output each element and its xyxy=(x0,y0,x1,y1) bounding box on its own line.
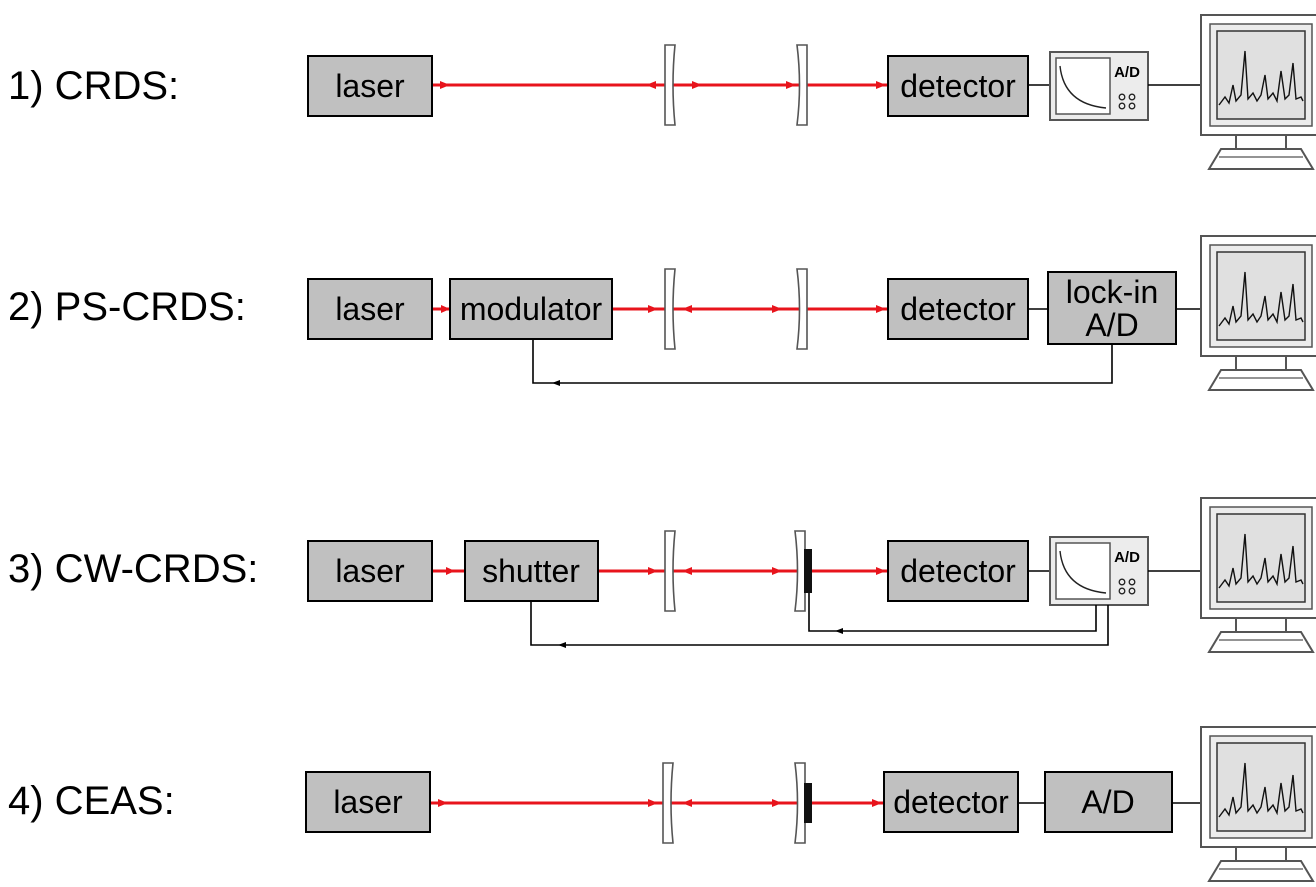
lock-in-label: lock-in xyxy=(1066,274,1158,310)
laser-box xyxy=(305,771,431,833)
cavity-mirror-icon xyxy=(794,762,806,844)
laser-box xyxy=(307,278,433,340)
ad-box xyxy=(1044,771,1173,833)
cavity-mirror-icon xyxy=(664,530,676,612)
arrow-icon xyxy=(835,628,843,634)
row-label-cw-crds: 3) CW-CRDS: xyxy=(8,547,258,591)
arrow-icon xyxy=(646,81,656,89)
shutter-label: shutter xyxy=(482,553,580,589)
arrow-icon xyxy=(438,799,448,807)
piezo-icon xyxy=(804,549,812,593)
computer-icon xyxy=(1200,726,1316,882)
arrow-icon xyxy=(682,305,692,313)
arrow-icon xyxy=(772,799,782,807)
detector-label: detector xyxy=(893,784,1009,820)
arrow-icon xyxy=(446,567,455,575)
lock-in-ad-label: A/D xyxy=(1085,307,1138,343)
oscilloscope-icon: A/D xyxy=(1049,51,1149,121)
detector-box xyxy=(887,278,1029,340)
laser-box xyxy=(307,540,433,602)
laser-box xyxy=(307,55,433,117)
row-label-ceas: 4) CEAS: xyxy=(8,779,175,823)
cavity-mirror-icon xyxy=(796,268,808,350)
laser-label: laser xyxy=(335,553,405,589)
cavity-mirror-icon xyxy=(662,762,674,844)
arrow-icon xyxy=(772,567,782,575)
computer-icon xyxy=(1200,235,1316,391)
detector-box xyxy=(883,771,1019,833)
arrow-icon xyxy=(648,305,658,313)
arrow-icon xyxy=(558,642,566,648)
arrow-icon xyxy=(876,305,886,313)
detector-label: detector xyxy=(900,291,1016,327)
oscilloscope-icon: A/D xyxy=(1049,536,1149,606)
row-cw-crds: 3) CW-CRDS: laser shutter detector A/D xyxy=(8,497,1316,653)
arrow-icon xyxy=(692,81,702,89)
laser-label: laser xyxy=(335,68,405,104)
modulator-label: modulator xyxy=(460,291,603,327)
arrow-icon xyxy=(682,567,692,575)
cavity-mirror-icon xyxy=(664,268,676,350)
modulator-box xyxy=(449,278,613,340)
arrow-icon xyxy=(440,81,450,89)
arrow-icon xyxy=(648,567,658,575)
shutter-box xyxy=(464,540,599,602)
laser-label: laser xyxy=(335,291,405,327)
arrow-icon xyxy=(648,799,658,807)
arrow-icon xyxy=(876,567,886,575)
shutter-feedback-wire xyxy=(530,601,1109,646)
detector-label: detector xyxy=(900,68,1016,104)
arrow-icon xyxy=(872,799,882,807)
detector-box xyxy=(887,540,1029,602)
cavity-mirror-icon xyxy=(794,530,806,612)
row-label-ps-crds: 2) PS-CRDS: xyxy=(8,285,246,329)
detector-box xyxy=(887,55,1029,117)
arrow-icon xyxy=(682,799,692,807)
laser-label: laser xyxy=(333,784,403,820)
arrow-icon xyxy=(786,81,796,89)
arrow-icon xyxy=(876,81,886,89)
row-crds: 1) CRDS: laser detector A/D xyxy=(8,14,1316,170)
piezo-feedback-wire xyxy=(808,593,1097,632)
row-ps-crds: 2) PS-CRDS: laser modulator detector loc… xyxy=(8,235,1316,391)
scope-label: A/D xyxy=(1114,64,1140,81)
feedback-wire xyxy=(532,339,1113,384)
lock-in-box xyxy=(1047,271,1177,345)
computer-icon xyxy=(1200,14,1316,170)
arrow-icon xyxy=(552,380,560,386)
piezo-icon xyxy=(804,783,812,823)
cavity-mirror-icon xyxy=(664,44,676,126)
computer-icon xyxy=(1200,497,1316,653)
ad-label: A/D xyxy=(1081,784,1134,820)
detector-label: detector xyxy=(900,553,1016,589)
row-ceas: 4) CEAS: laser detector A/D xyxy=(8,726,1316,882)
cavity-mirror-icon xyxy=(796,44,808,126)
arrow-icon xyxy=(441,305,450,313)
scope-label: A/D xyxy=(1114,549,1140,566)
arrow-icon xyxy=(772,305,782,313)
row-label-crds: 1) CRDS: xyxy=(8,64,179,108)
